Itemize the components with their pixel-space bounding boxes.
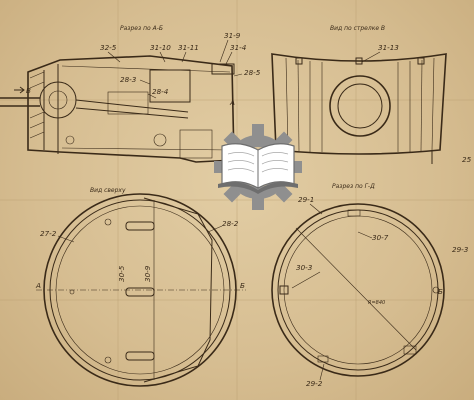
view-b: Вид по стрелке В 31-13 <box>271 25 447 164</box>
label-30-3: 30-3 <box>296 263 313 272</box>
label-31-10: 31-10 <box>150 43 171 52</box>
label-31-4: 31-4 <box>230 43 247 52</box>
label-29-1: 29-1 <box>298 195 314 204</box>
top-view-title: Вид сверху <box>90 187 126 194</box>
section-ab-title: Разрез по А-Б <box>120 25 163 32</box>
label-25: 25 <box>462 155 472 164</box>
label-30-5: 30-5 <box>117 265 126 282</box>
label-29-2: 29-2 <box>306 379 323 388</box>
section-ab-view: Разрез по А-Б В А 32-5 <box>0 25 261 163</box>
label-a-mid: А <box>229 98 235 107</box>
label-28-2: 28-2 <box>222 219 239 228</box>
section-gd-view: Разрез по Г-Д R=840 29-1 30-7 30-3 29-3 … <box>271 155 472 388</box>
label-b-mid: Б <box>438 287 443 296</box>
view-b-title: Вид по стрелке В <box>330 25 385 32</box>
label-31-9: 31-9 <box>224 31 241 40</box>
label-a-top: А <box>35 281 41 290</box>
label-32-5: 32-5 <box>100 43 117 52</box>
label-27-2: 27-2 <box>40 229 57 238</box>
label-29-3: 29-3 <box>452 245 469 254</box>
label-b-arrow: В <box>26 86 31 95</box>
label-31-11: 31-11 <box>178 43 199 52</box>
gear-book-logo-icon <box>214 124 302 210</box>
label-radius: R=840 <box>368 300 385 306</box>
label-b-top: Б <box>240 281 245 290</box>
label-28-4: 28-4 <box>152 87 169 96</box>
label-30-9: 30-9 <box>143 265 152 282</box>
label-30-7: 30-7 <box>372 233 389 242</box>
top-view: Вид сверху А Б 27-2 28-2 30-5 30-9 <box>35 187 246 387</box>
section-gd-title: Разрез по Г-Д <box>332 183 375 190</box>
label-31-13: 31-13 <box>378 43 399 52</box>
label-28-5: 28-5 <box>244 68 261 77</box>
label-28-3: 28-3 <box>120 75 137 84</box>
